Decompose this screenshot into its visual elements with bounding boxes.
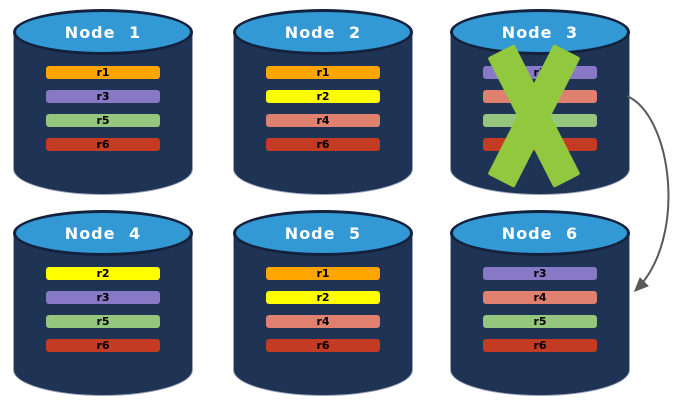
replica-bar-r6: r6 bbox=[46, 339, 160, 352]
node-title: Node 6 bbox=[501, 223, 579, 243]
replica-bars: r1 r2 r4 r6 bbox=[266, 267, 380, 363]
node-title: Node 5 bbox=[284, 223, 362, 243]
replica-bars: r3 r4 r5 r6 bbox=[483, 267, 597, 363]
cylinder-body bbox=[233, 32, 413, 195]
cylinder-body bbox=[13, 32, 193, 195]
node-title: Node 4 bbox=[64, 223, 142, 243]
replica-bar-r4: r4 bbox=[266, 315, 380, 328]
cylinder-top: Node 4 bbox=[13, 210, 193, 256]
node-title: Node 3 bbox=[501, 22, 579, 42]
replica-bar-r3: r3 bbox=[46, 90, 160, 103]
replica-bar-r2: r2 bbox=[266, 291, 380, 304]
node-cylinder-4: Node 4 r2 r3 r5 r6 bbox=[13, 210, 193, 398]
replica-bar-r1: r1 bbox=[266, 267, 380, 280]
node-title: Node 1 bbox=[64, 22, 142, 42]
cylinder-body bbox=[233, 233, 413, 396]
cylinder-top: Node 3 bbox=[450, 9, 630, 55]
node-cylinder-2: Node 2 r1 r2 r4 r6 bbox=[233, 9, 413, 197]
replica-bar-r5: r5 bbox=[46, 114, 160, 127]
replica-bar-r1: r1 bbox=[266, 66, 380, 79]
replica-bar-r5: r5 bbox=[46, 315, 160, 328]
failure-x-icon bbox=[486, 44, 582, 188]
replica-bar-r6: r6 bbox=[483, 339, 597, 352]
replica-bar-r1: r1 bbox=[46, 66, 160, 79]
cylinder-top: Node 1 bbox=[13, 9, 193, 55]
replica-bar-r6: r6 bbox=[46, 138, 160, 151]
replica-bar-r6: r6 bbox=[266, 339, 380, 352]
replica-bar-r4: r4 bbox=[266, 114, 380, 127]
cylinder-body bbox=[13, 233, 193, 396]
replica-bar-r3: r3 bbox=[483, 267, 597, 280]
replica-bar-r3: r3 bbox=[46, 291, 160, 304]
cylinder-body bbox=[450, 233, 630, 396]
replica-bar-r4: r4 bbox=[483, 291, 597, 304]
node-cylinder-6: Node 6 r3 r4 r5 r6 bbox=[450, 210, 630, 398]
node-cylinder-1: Node 1 r1 r3 r5 r6 bbox=[13, 9, 193, 197]
failover-arrow-path bbox=[626, 95, 670, 293]
cylinder-top: Node 5 bbox=[233, 210, 413, 256]
replica-bar-r2: r2 bbox=[266, 90, 380, 103]
node-title: Node 2 bbox=[284, 22, 362, 42]
cylinder-top: Node 6 bbox=[450, 210, 630, 256]
replica-bar-r6: r6 bbox=[266, 138, 380, 151]
replica-bars: r2 r3 r5 r6 bbox=[46, 267, 160, 363]
replica-bar-r2: r2 bbox=[46, 267, 160, 280]
cylinder-top: Node 2 bbox=[233, 9, 413, 55]
replica-bars: r1 r2 r4 r6 bbox=[266, 66, 380, 162]
replica-bars: r1 r3 r5 r6 bbox=[46, 66, 160, 162]
node-cylinder-3: Node 3r3r4r5r6 bbox=[450, 9, 630, 197]
replica-bar-r5: r5 bbox=[483, 315, 597, 328]
node-cylinder-5: Node 5 r1 r2 r4 r6 bbox=[233, 210, 413, 398]
